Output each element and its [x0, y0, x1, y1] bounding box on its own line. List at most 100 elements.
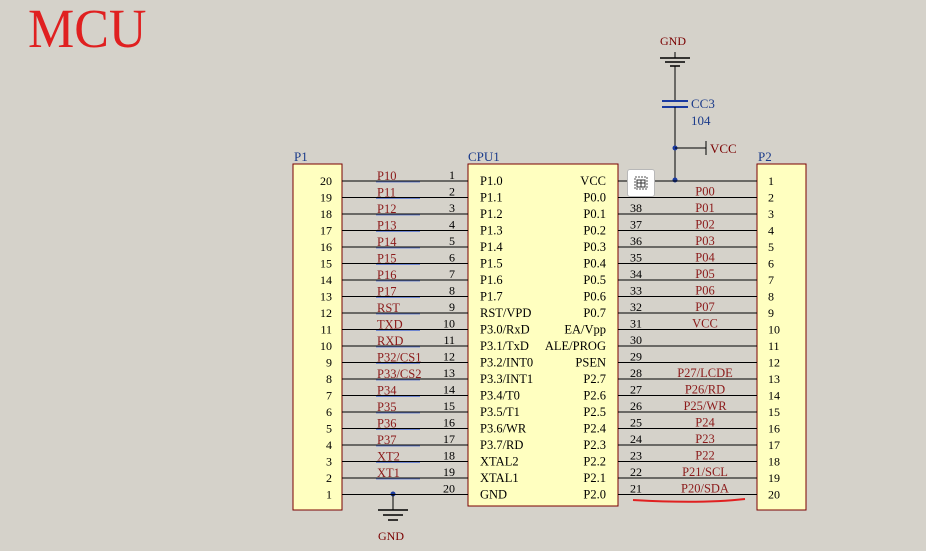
net-label-left: P35: [377, 400, 396, 414]
cpu-pin-number-right: 27: [630, 383, 642, 397]
cpu-pin-number-left: 12: [443, 350, 455, 364]
cpu-pin-number-left: 19: [443, 465, 455, 479]
cpu-pin-name-left: P1.5: [480, 257, 503, 271]
cpu-pin-name-left: RST/VPD: [480, 306, 531, 320]
p2-pin-number: 6: [768, 257, 774, 271]
net-label-left: XT2: [377, 450, 400, 464]
cpu-pin-number-left: 6: [449, 251, 455, 265]
p1-pin-number: 4: [326, 438, 332, 452]
cpu-pin-number-left: 14: [443, 383, 455, 397]
p2-pin-number: 5: [768, 240, 774, 254]
cpu-pin-number-right: 22: [630, 465, 642, 479]
cpu-pin-name-left: GND: [480, 488, 507, 502]
cpu-pin-number-right: 33: [630, 284, 642, 298]
cpu-pin-number-left: 15: [443, 399, 455, 413]
cpu-pin-number-left: 17: [443, 432, 455, 446]
p1-pin-number: 10: [320, 339, 332, 353]
cpu-pin-name-right: EA/Vpp: [564, 323, 606, 337]
net-label-left: P36: [377, 417, 396, 431]
p2-pin-number: 12: [768, 356, 780, 370]
p2-pin-number: 16: [768, 422, 780, 436]
power-gnd-bottom: GND: [378, 491, 408, 543]
p1-pin-number: 12: [320, 306, 332, 320]
cc3-value: 104: [691, 113, 711, 128]
net-label-left: P10: [377, 169, 396, 183]
net-label-left: P15: [377, 252, 396, 266]
cpu-pin-number-right: 32: [630, 300, 642, 314]
p2-pin-number: 3: [768, 207, 774, 221]
net-label-right: P00: [695, 185, 714, 199]
cpu-pin-name-right: P2.2: [583, 455, 606, 469]
p1-pin-number: 17: [320, 224, 332, 238]
p2-pin-number: 17: [768, 438, 780, 452]
cpu-pin-name-right: P2.0: [583, 488, 606, 502]
p1-pin-number: 14: [320, 273, 332, 287]
cpu-pin-name-right: VCC: [580, 174, 606, 188]
cpu-pin-name-right: P2.4: [583, 422, 606, 436]
p2-pin-number: 18: [768, 455, 780, 469]
cpu-pin-number-right: 38: [630, 201, 642, 215]
cpu-pin-name-left: P3.7/RD: [480, 438, 523, 452]
p2-pin-number: 19: [768, 471, 780, 485]
p1-designator: P1: [294, 149, 308, 164]
net-label-right: P26/RD: [685, 383, 725, 397]
cpu-pin-name-right: P0.1: [583, 207, 606, 221]
net-label-right: P22: [695, 449, 714, 463]
cpu-pin-number-right: 37: [630, 218, 642, 232]
p1-pin-number: 5: [326, 422, 332, 436]
p2-pin-number: 9: [768, 306, 774, 320]
net-label-left: P17: [377, 285, 396, 299]
cpu-pin-name-left: P3.0/RxD: [480, 323, 530, 337]
cpu-pin-number-left: 4: [449, 218, 455, 232]
p1-pin-number: 19: [320, 191, 332, 205]
net-label-right: P20/SDA: [681, 482, 729, 496]
cpu-pin-number-left: 13: [443, 366, 455, 380]
cpu-pin-name-left: XTAL2: [480, 455, 519, 469]
table-select-icon: [634, 176, 648, 190]
net-label-left: TXD: [377, 318, 403, 332]
cpu-pin-name-right: P2.5: [583, 405, 606, 419]
net-label-right: VCC: [692, 317, 718, 331]
power-gnd-top: GND: [660, 34, 690, 100]
highlight-underline: [632, 498, 746, 503]
p1-pin-number: 18: [320, 207, 332, 221]
cpu-pin-number-left: 9: [449, 300, 455, 314]
p1-pin-number: 6: [326, 405, 332, 419]
p1-pin-number: 13: [320, 290, 332, 304]
cpu-pin-name-left: P3.6/WR: [480, 422, 527, 436]
connector-p1-body: [292, 163, 343, 511]
cpu-pin-number-right: 36: [630, 234, 642, 248]
cpu-pin-number-left: 18: [443, 449, 455, 463]
toolbar-button[interactable]: [627, 169, 655, 197]
cpu-pin-name-left: P1.1: [480, 191, 503, 205]
p2-pin-number: 11: [768, 339, 780, 353]
p1-pin-number: 9: [326, 356, 332, 370]
cpu-pin-number-right: 23: [630, 449, 642, 463]
cpu-pin-name-right: P0.5: [583, 273, 606, 287]
cpu-pin-number-right: 28: [630, 366, 642, 380]
p2-pin-number: 15: [768, 405, 780, 419]
cpu-pin-name-left: P3.5/T1: [480, 405, 520, 419]
cpu-pin-name-right: P2.3: [583, 438, 606, 452]
p2-pin-number: 13: [768, 372, 780, 386]
cpu-pin-number-left: 5: [449, 234, 455, 248]
net-label-left: P32/CS1: [377, 351, 421, 365]
net-label-right: P01: [695, 201, 714, 215]
cpu-pin-number-right: 25: [630, 416, 642, 430]
cpu-pin-number-left: 1: [449, 168, 455, 182]
net-label-left: P12: [377, 202, 396, 216]
cpu-pin-name-right: PSEN: [575, 356, 606, 370]
net-label-right: P25/WR: [683, 399, 727, 413]
p1-pin-number: 20: [320, 174, 332, 188]
cpu-pin-number-right: 26: [630, 399, 642, 413]
cpu-pin-name-left: XTAL1: [480, 471, 519, 485]
net-label-right: P05: [695, 267, 714, 281]
net-label-left: P34: [377, 384, 397, 398]
p2-pin-number: 8: [768, 290, 774, 304]
net-label-right: P02: [695, 218, 714, 232]
cpu-pin-name-right: P0.3: [583, 240, 606, 254]
net-label-right: P23: [695, 432, 714, 446]
net-label-left: P11: [377, 186, 396, 200]
cpu1-body: [467, 163, 619, 507]
